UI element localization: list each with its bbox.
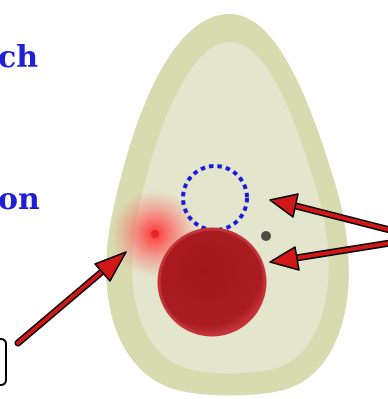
label-box-edge xyxy=(0,338,7,386)
label-top: ch xyxy=(0,43,38,73)
large-red-disc xyxy=(159,229,265,335)
label-middle: on xyxy=(0,185,40,215)
dark-dot xyxy=(261,231,271,241)
red-spot-core xyxy=(151,230,159,238)
